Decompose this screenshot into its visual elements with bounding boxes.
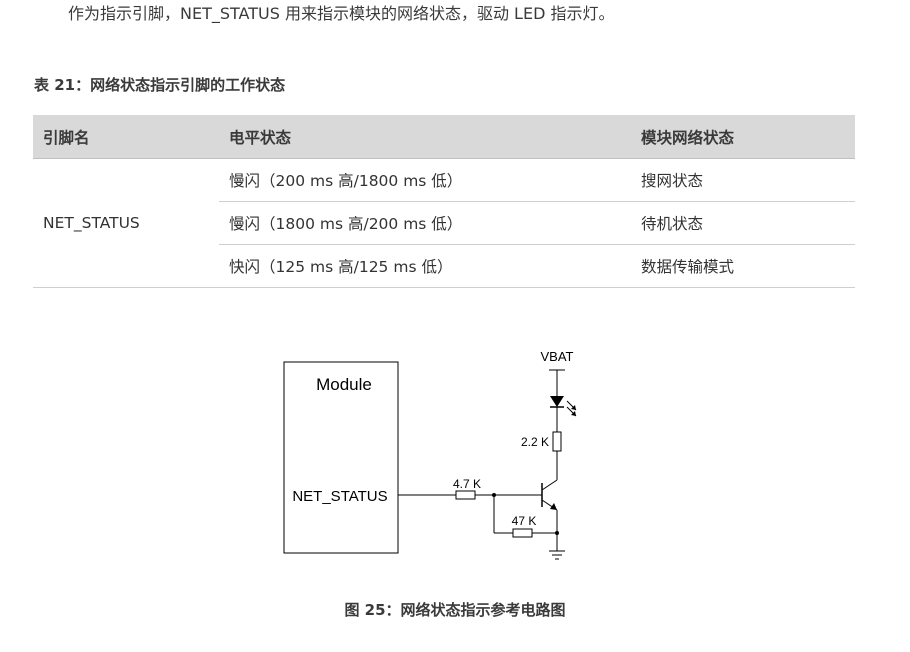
pin-status-table: 引脚名 电平状态 模块网络状态 NET_STATUS 慢闪（200 ms 高/1…: [33, 115, 855, 288]
vbat-label: VBAT: [541, 349, 574, 364]
resistor-4k7: [455, 490, 476, 500]
level-cell: 慢闪（1800 ms 高/200 ms 低）: [219, 201, 631, 245]
junction-dot: [555, 531, 559, 535]
header-level-state: 电平状态: [219, 115, 631, 159]
intro-text: 作为指示引脚，NET_STATUS 用来指示模块的网络状态，驱动 LED 指示灯…: [68, 4, 615, 23]
resistor-2k2-label: 2.2 K: [521, 435, 549, 449]
emitter-arrow: [550, 503, 557, 510]
resistor-4k7-label: 4.7 K: [453, 477, 481, 491]
light-ray-icon: [571, 405, 576, 410]
table-row: NET_STATUS 慢闪（200 ms 高/1800 ms 低） 搜网状态: [33, 158, 855, 288]
light-ray-icon: [571, 411, 576, 416]
resistor-47k: [512, 528, 533, 538]
pin-label: NET_STATUS: [292, 488, 387, 505]
table-row: 慢闪（1800 ms 高/200 ms 低） 待机状态: [33, 201, 855, 245]
module-label: Module: [316, 375, 372, 394]
resistor-2k2: [552, 431, 562, 452]
pin-name-cell: NET_STATUS: [33, 158, 219, 288]
status-cell: 数据传输模式: [631, 244, 855, 288]
led-symbol: [550, 396, 564, 407]
table-row: 快闪（125 ms 高/125 ms 低） 数据传输模式: [33, 244, 855, 288]
level-cell: 快闪（125 ms 高/125 ms 低）: [219, 244, 631, 288]
resistor-47k-label: 47 K: [512, 514, 537, 528]
header-network-state: 模块网络状态: [631, 115, 855, 159]
status-cell: 待机状态: [631, 201, 855, 245]
status-cell: 搜网状态: [631, 158, 855, 202]
figure-caption: 图 25：网络状态指示参考电路图: [344, 601, 566, 619]
module-box: [283, 361, 399, 554]
level-cell: 慢闪（200 ms 高/1800 ms 低）: [219, 158, 631, 202]
transistor-collector: [541, 479, 558, 491]
header-pin-name: 引脚名: [33, 115, 219, 159]
table-header-row: 引脚名 电平状态 模块网络状态: [33, 115, 855, 159]
table-caption: 表 21：网络状态指示引脚的工作状态: [34, 76, 286, 94]
